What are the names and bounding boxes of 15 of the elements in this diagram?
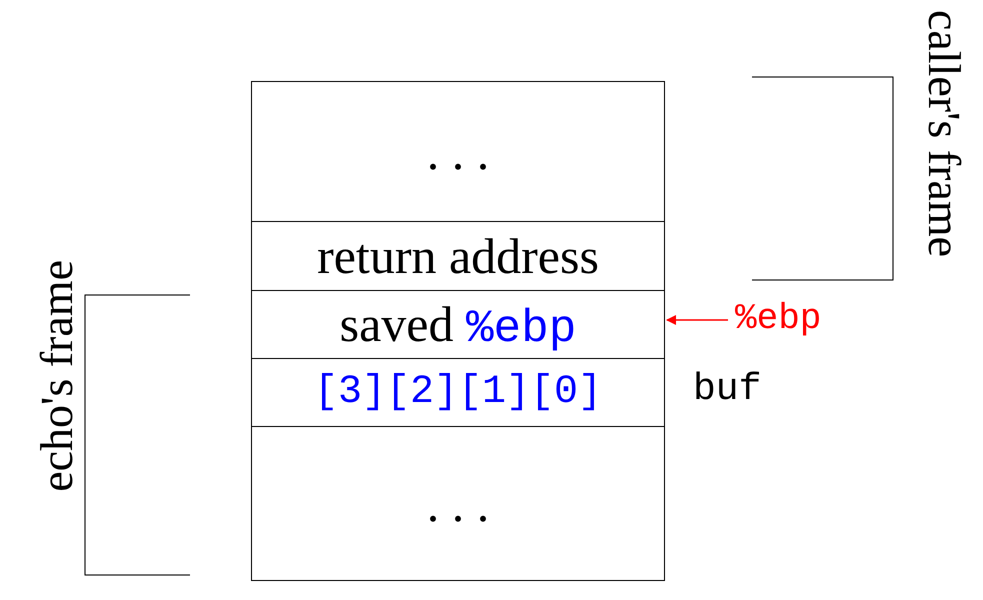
stack-slot xyxy=(251,290,665,359)
slot-label: return address xyxy=(317,227,599,285)
frame-label: caller's frame xyxy=(918,10,971,258)
frame-label: echo's frame xyxy=(30,260,83,492)
slot-label: [3][2][1][0] xyxy=(314,370,602,415)
arrow xyxy=(666,315,728,325)
register-label: %ebp xyxy=(735,298,822,339)
stack-slot xyxy=(251,221,665,291)
stack-slot xyxy=(251,358,665,427)
array-name: buf xyxy=(693,368,762,411)
slot-label: saved %ebp xyxy=(340,294,576,354)
slot-label: . . . xyxy=(426,122,490,180)
stack-slot xyxy=(251,426,665,581)
stack-slot xyxy=(251,81,665,222)
slot-label: . . . xyxy=(426,474,490,532)
